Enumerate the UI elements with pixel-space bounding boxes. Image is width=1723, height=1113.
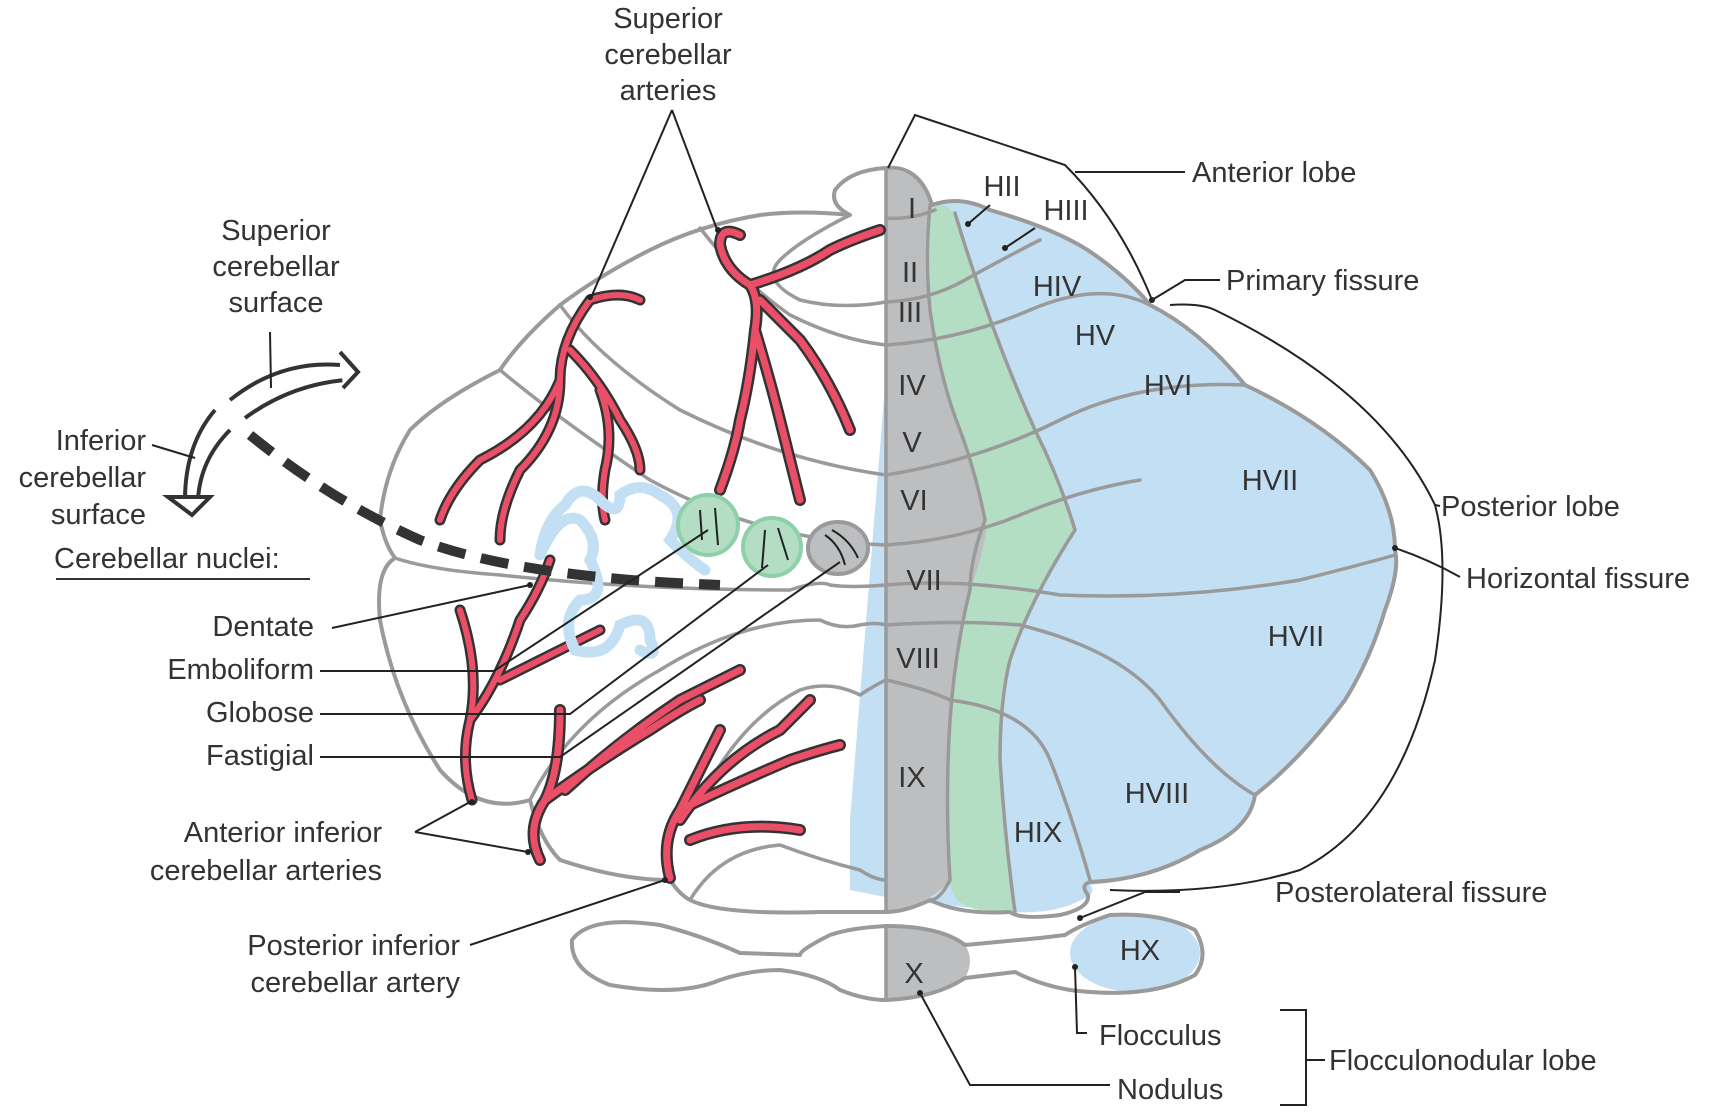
hemisphere-HVI: HVI — [1144, 370, 1192, 402]
svg-text:cerebellar arteries: cerebellar arteries — [150, 855, 382, 887]
posterolateral-fissure-label: Posterolateral fissure — [1275, 877, 1547, 909]
fissure-HIII-HIV — [884, 238, 1042, 304]
emboliform-nucleus — [676, 493, 740, 557]
vermis-III: III — [898, 297, 922, 329]
flocculonodular-lobe-label: Flocculonodular lobe — [1329, 1045, 1597, 1077]
vermis-II: II — [902, 257, 918, 289]
hemisphere-HVIII: HVIII — [1125, 778, 1189, 810]
svg-text:cerebellar: cerebellar — [19, 462, 147, 494]
hemisphere-HII: HII — [983, 171, 1020, 203]
superior-surface-label: Superior cerebellar surface — [212, 215, 340, 319]
paravermis-region — [930, 203, 1075, 912]
fissure-V-VI — [884, 382, 1247, 477]
hemisphere-HIV: HIV — [1033, 271, 1082, 303]
posterior-inferior-artery-label: Posterior inferior cerebellar artery — [247, 930, 460, 999]
flocculus-region — [1070, 914, 1200, 992]
fissure-I-II — [884, 208, 937, 221]
svg-text:Anterior inferior: Anterior inferior — [184, 817, 383, 849]
vermis-V: V — [902, 427, 922, 459]
vermis-VI: VI — [900, 485, 927, 517]
svg-text:surface: surface — [228, 287, 323, 319]
vermis-I: I — [908, 193, 916, 225]
cerebellar-nuclei-heading: Cerebellar nuclei: — [54, 543, 280, 575]
posterior-lobe-label: Posterior lobe — [1441, 491, 1620, 523]
emboliform-label: Emboliform — [167, 654, 314, 686]
right-hemisphere-outline — [884, 165, 1399, 919]
inferior-surface-label: Inferior cerebellar surface — [19, 425, 147, 531]
left-fissure-3 — [558, 303, 888, 477]
vermis-X: X — [904, 958, 923, 990]
fissure-VIII-IX — [884, 678, 1092, 882]
vermis-VII: VII — [906, 565, 941, 597]
fastigial-label: Fastigial — [206, 740, 314, 772]
paravermis-lateral-boundary — [953, 211, 1077, 914]
hemisphere-HVII-lower: HVII — [1268, 621, 1324, 653]
vermis-VIII: VIII — [896, 643, 940, 675]
paravermis-medial-boundary — [925, 203, 987, 902]
flocculonodular-outline — [569, 912, 1205, 1002]
primary-fissure-line — [884, 291, 1152, 347]
dentate-label: Dentate — [212, 611, 314, 643]
flocculus-label: Flocculus — [1099, 1020, 1222, 1052]
svg-text:Superior: Superior — [613, 3, 723, 35]
hemisphere-HIX: HIX — [1014, 817, 1062, 849]
hemisphere-HX: HX — [1120, 935, 1160, 967]
svg-text:cerebellar: cerebellar — [212, 251, 340, 283]
left-fissure-8 — [688, 843, 888, 902]
svg-text:cerebellar: cerebellar — [604, 39, 732, 71]
hemisphere-small-leaders — [967, 204, 1036, 249]
svg-text:Posterior inferior: Posterior inferior — [247, 930, 460, 962]
horizontal-fissure-label: Horizontal fissure — [1466, 563, 1690, 595]
horizontal-fissure-line — [884, 553, 1397, 598]
vermis-region — [886, 169, 986, 912]
svg-text:arteries: arteries — [620, 75, 717, 107]
leader-lines — [151, 109, 1461, 1106]
svg-text:Superior: Superior — [221, 215, 331, 247]
anterior-inferior-arteries-label: Anterior inferior cerebellar arteries — [150, 817, 382, 887]
svg-text:cerebellar artery: cerebellar artery — [250, 967, 460, 999]
superior-cerebellar-arteries — [434, 224, 886, 546]
left-fissure-7 — [698, 678, 888, 802]
fissure-VI-VII — [884, 478, 1142, 547]
svg-text:surface: surface — [51, 499, 146, 531]
svg-text:Inferior: Inferior — [56, 425, 147, 457]
globose-label: Globose — [206, 697, 314, 729]
vermis-IX: IX — [898, 762, 925, 794]
hemisphere-HVII-upper: HVII — [1242, 465, 1298, 497]
primary-fissure-label: Primary fissure — [1226, 265, 1419, 297]
anterior-inferior-cerebellar-arteries — [454, 554, 746, 866]
hemisphere-HIII: HIII — [1043, 195, 1088, 227]
anterior-lobe-label: Anterior lobe — [1192, 157, 1356, 189]
surface-arrow-icon — [162, 350, 361, 518]
nodulus-label: Nodulus — [1117, 1074, 1223, 1106]
fissure-VII-VIII — [884, 620, 1257, 797]
posterior-inferior-cerebellar-artery — [660, 694, 846, 884]
superior-arteries-label: Superior cerebellar arteries — [604, 3, 732, 107]
hemisphere-labels: HII HIII HIV HV HVI HVII HVII HVIII HIX … — [983, 171, 1324, 967]
nodulus-region — [886, 927, 970, 998]
vermis-IV: IV — [898, 370, 926, 402]
nucleus-texture — [699, 507, 859, 569]
dashed-boundary-line — [246, 431, 721, 590]
hemisphere-HV: HV — [1075, 320, 1116, 352]
vermis-labels: I II III IV V VI VII VIII IX X — [896, 193, 941, 990]
left-fissure-6 — [528, 618, 888, 802]
globose-nucleus — [741, 516, 803, 578]
